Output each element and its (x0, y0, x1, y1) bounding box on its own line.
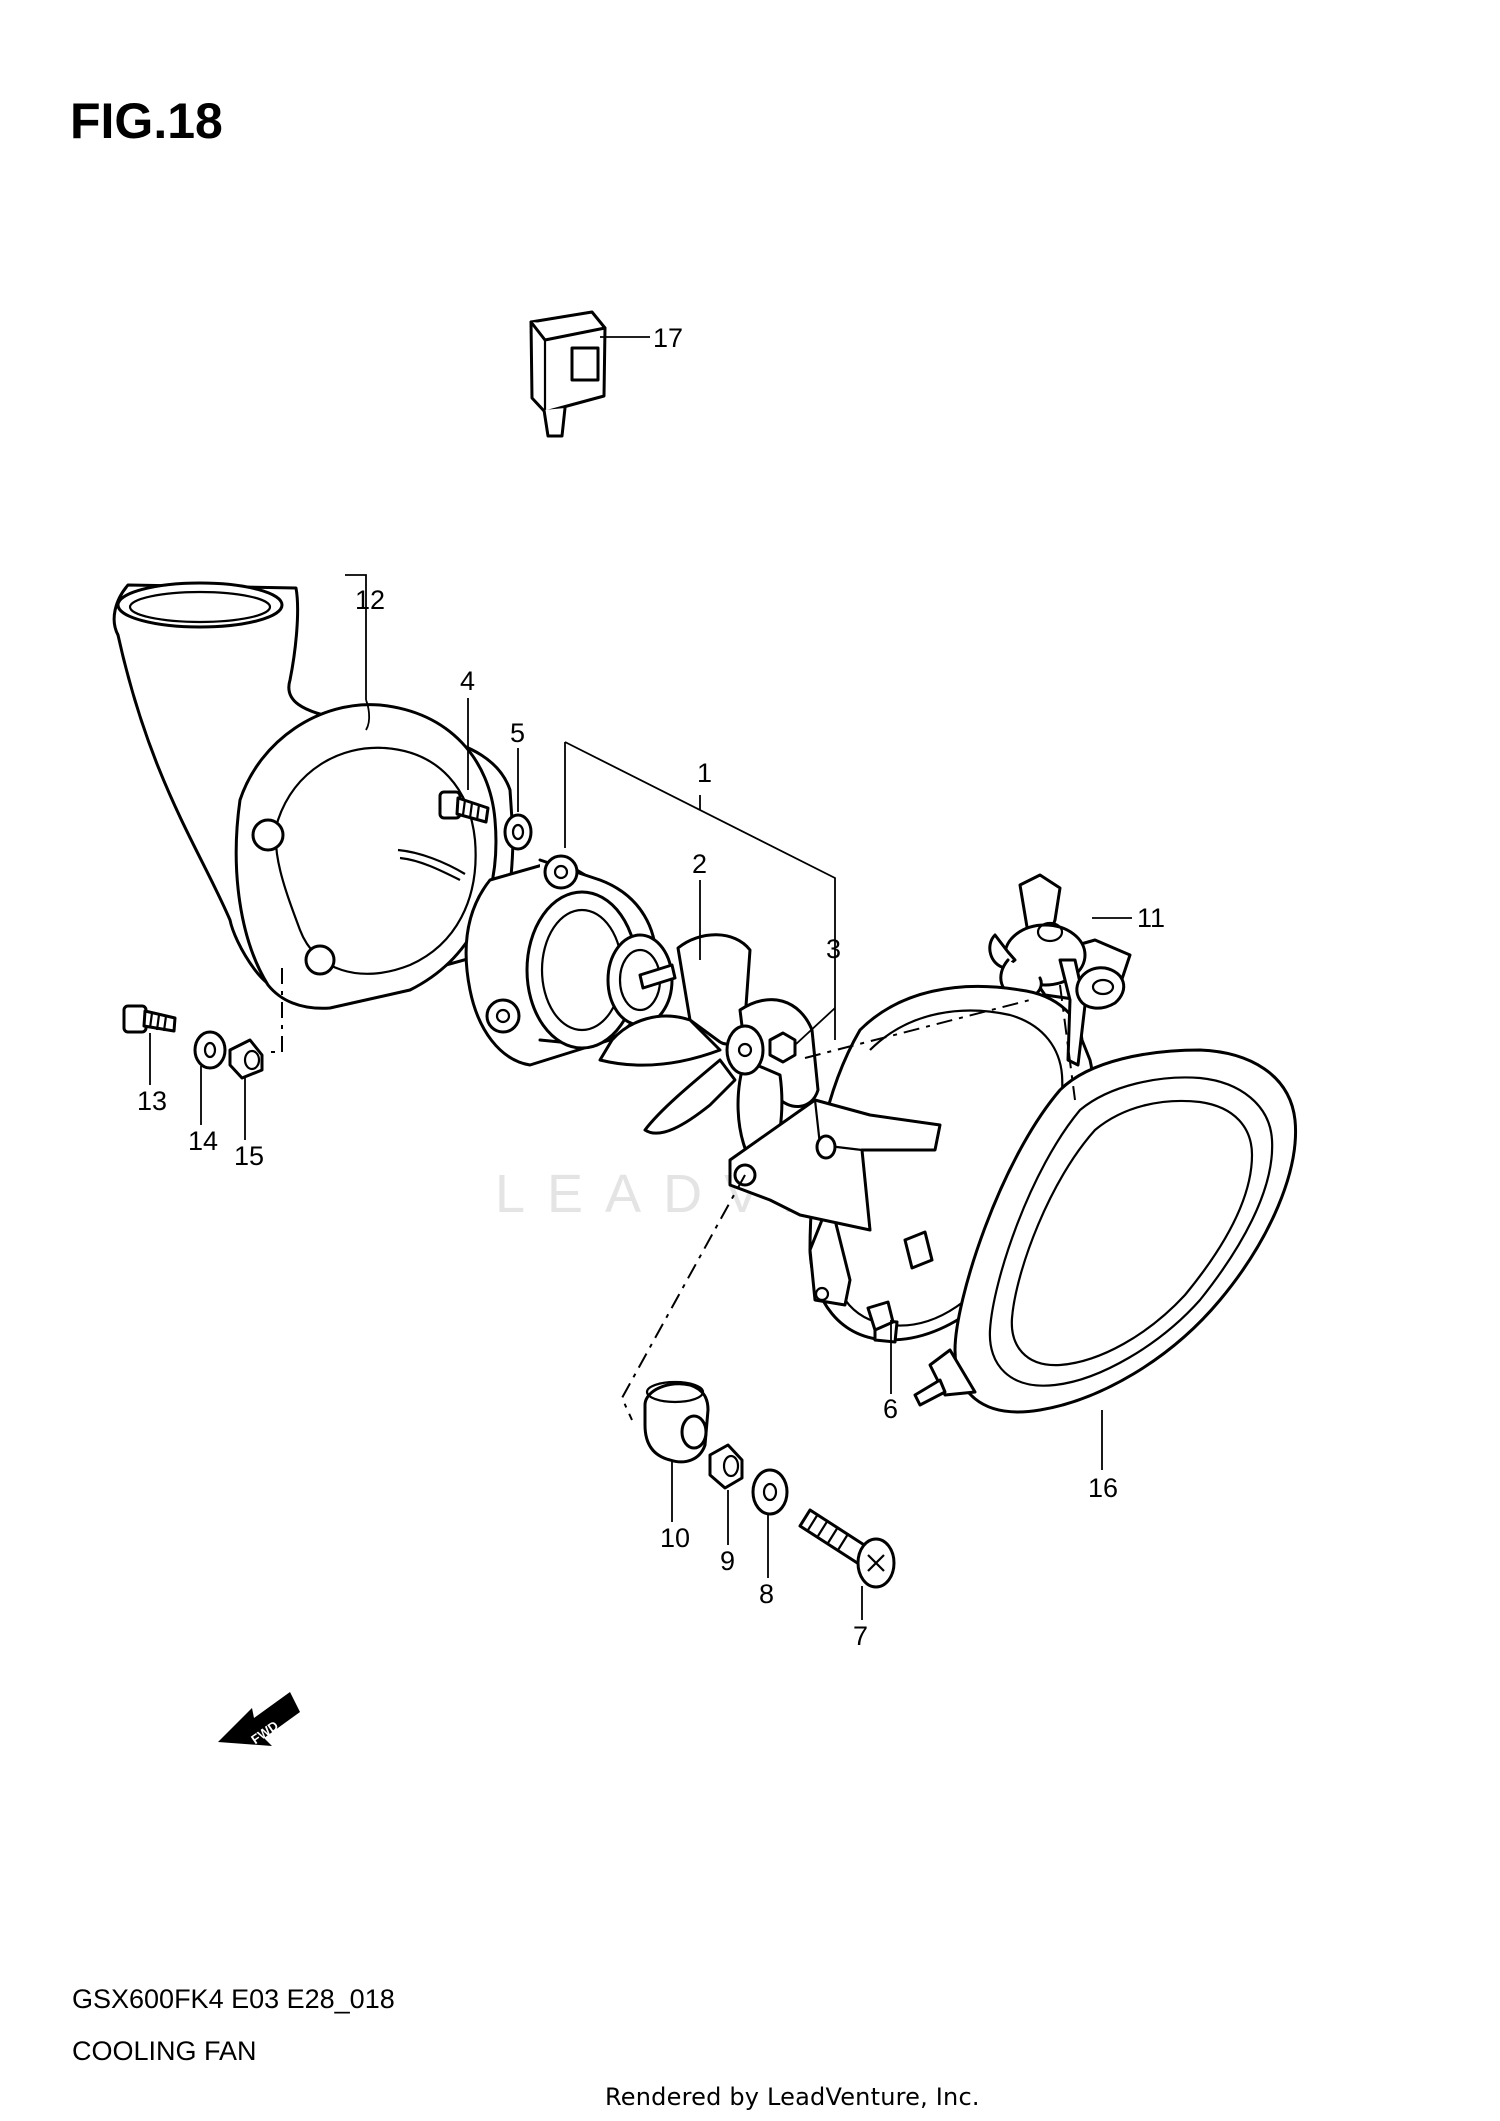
part-3-nut (768, 1007, 836, 1064)
callout-3: 3 (826, 934, 841, 964)
part-17-relay (529, 310, 650, 438)
part-4-bolt (438, 698, 490, 824)
callout-11: 11 (1137, 903, 1165, 933)
section-name-label: COOLING FAN (72, 2036, 257, 2066)
callout-12: 12 (355, 585, 385, 615)
callout-5: 5 (510, 718, 525, 748)
callout-14: 14 (188, 1126, 218, 1156)
part-10-rubber-grommet (643, 1380, 710, 1522)
part-15-collar (228, 1038, 264, 1140)
callout-15: 15 (234, 1141, 264, 1171)
part-8-washer (751, 1468, 789, 1578)
callout-17: 17 (653, 323, 683, 353)
callout-13: 13 (137, 1086, 167, 1116)
callout-9: 9 (720, 1546, 735, 1576)
part-mounting-bracket (728, 1098, 942, 1270)
callout-6: 6 (883, 1394, 898, 1424)
callout-2: 2 (692, 849, 707, 879)
model-code-label: GSX600FK4 E03 E28_018 (72, 1984, 395, 2014)
part-9-collar (708, 1443, 744, 1545)
fwd-direction-arrow: FWD (218, 1692, 300, 1747)
part-7-bolt (798, 1508, 896, 1620)
part-12-fan-shroud (112, 574, 515, 1010)
part-5-washer (503, 748, 533, 851)
part-fan-motor (464, 854, 677, 1067)
part-16-fan-housing (798, 958, 1298, 1470)
callout-8: 8 (759, 1579, 774, 1609)
callout-7: 7 (853, 1621, 868, 1651)
figure-title: FIG.18 (70, 93, 223, 149)
render-credit-text: Rendered by LeadVenture, Inc. (605, 2083, 980, 2111)
callout-4: 4 (460, 666, 475, 696)
fan-motor-wire (399, 856, 461, 881)
callout-1: 1 (697, 758, 712, 788)
callout-10: 10 (660, 1523, 690, 1553)
callout-bracket-assembly-1 (564, 741, 836, 1040)
callout-16: 16 (1088, 1473, 1118, 1503)
part-13-bolt (122, 1004, 177, 1085)
part-14-washer (193, 1030, 227, 1125)
part-6-clip (866, 1300, 895, 1394)
assembly-center-lines (270, 968, 1076, 1421)
